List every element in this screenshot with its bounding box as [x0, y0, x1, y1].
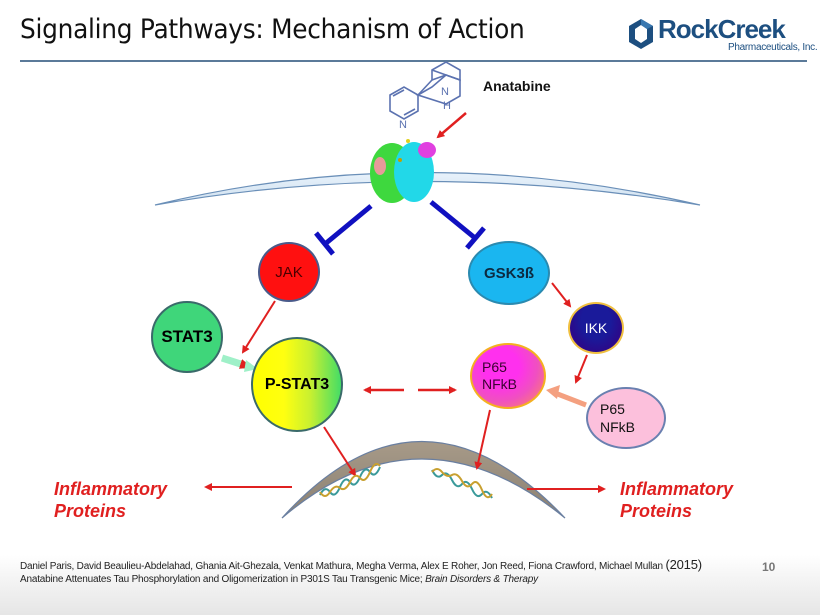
citation-year: (2015) — [665, 557, 702, 572]
hydrogen-label: H — [443, 100, 451, 112]
output-label: Proteins — [54, 501, 127, 521]
output-label: Inflammatory — [54, 479, 168, 499]
node-label: GSK3ß — [483, 264, 534, 282]
binding-arrow — [436, 112, 467, 139]
dna-helix-icon — [319, 463, 381, 497]
node-label: NFkB — [482, 376, 517, 392]
page-number: 10 — [762, 560, 776, 574]
cell-membrane — [154, 171, 701, 206]
nuclear-membrane — [281, 440, 566, 519]
node-p-stat3: P-STAT3 — [251, 337, 343, 432]
arrow-p65-translocation — [554, 390, 587, 408]
inflammatory-proteins-left: Inflammatory Proteins — [54, 478, 167, 522]
node-label: P65 — [600, 401, 625, 417]
arrow-jak-to-pstat3 — [241, 300, 276, 354]
inhibition-jak — [314, 204, 373, 256]
inflammatory-proteins-right: Inflammatory Proteins — [620, 478, 733, 522]
node-label: STAT3 — [161, 327, 213, 346]
p65-translocation-arrowhead — [546, 385, 560, 399]
receptor-protein-icon — [370, 139, 436, 203]
node-label: JAK — [275, 263, 303, 281]
anatabine-molecule-icon — [389, 61, 461, 120]
arrow-p65-to-dna — [474, 409, 491, 470]
arrow-gsk3b-to-ikk — [551, 282, 572, 308]
citation-title: Anatabine Attenuates Tau Phosphorylation… — [20, 574, 423, 585]
citation: Daniel Paris, David Beaulieu-Abdelahad, … — [20, 558, 740, 586]
slide-title: Signaling Pathways: Mechanism of Action — [20, 14, 525, 45]
company-logo: RockCreek Pharmaceuticals, Inc. — [628, 14, 818, 56]
node-jak: JAK — [258, 242, 320, 302]
node-label: NFkB — [600, 419, 635, 435]
inhibition-gsk3b — [429, 200, 486, 250]
arrow-pstat3-to-dna — [323, 426, 357, 477]
output-label: Proteins — [620, 501, 693, 521]
nitrogen-label: N — [399, 119, 407, 131]
output-label: Inflammatory — [620, 479, 734, 499]
nitrogen-label: N — [441, 86, 449, 98]
hexagon-logo-icon — [629, 19, 653, 49]
node-ikk: IKK — [568, 302, 624, 354]
citation-journal: Brain Disorders & Therapy — [425, 574, 538, 585]
anatabine-label: Anatabine — [483, 78, 551, 94]
citation-authors: Daniel Paris, David Beaulieu-Abdelahad, … — [20, 561, 663, 572]
title-divider — [20, 60, 807, 62]
logo-subtitle: Pharmaceuticals, Inc. — [728, 42, 818, 53]
dna-helix-icon — [431, 468, 493, 499]
arrow-ikk-to-p65 — [574, 354, 588, 384]
node-p65-nfkb-inactive: P65 NFkB — [586, 387, 666, 449]
node-gsk3b: GSK3ß — [468, 241, 550, 305]
node-stat3: STAT3 — [151, 301, 223, 373]
footer-band — [0, 555, 820, 615]
node-label: P65 — [482, 359, 507, 375]
logo-name: RockCreek — [658, 14, 786, 44]
node-label: IKK — [584, 320, 608, 336]
node-label: P-STAT3 — [264, 375, 330, 393]
node-p65-nfkb-active: P65 NFkB — [470, 343, 546, 409]
